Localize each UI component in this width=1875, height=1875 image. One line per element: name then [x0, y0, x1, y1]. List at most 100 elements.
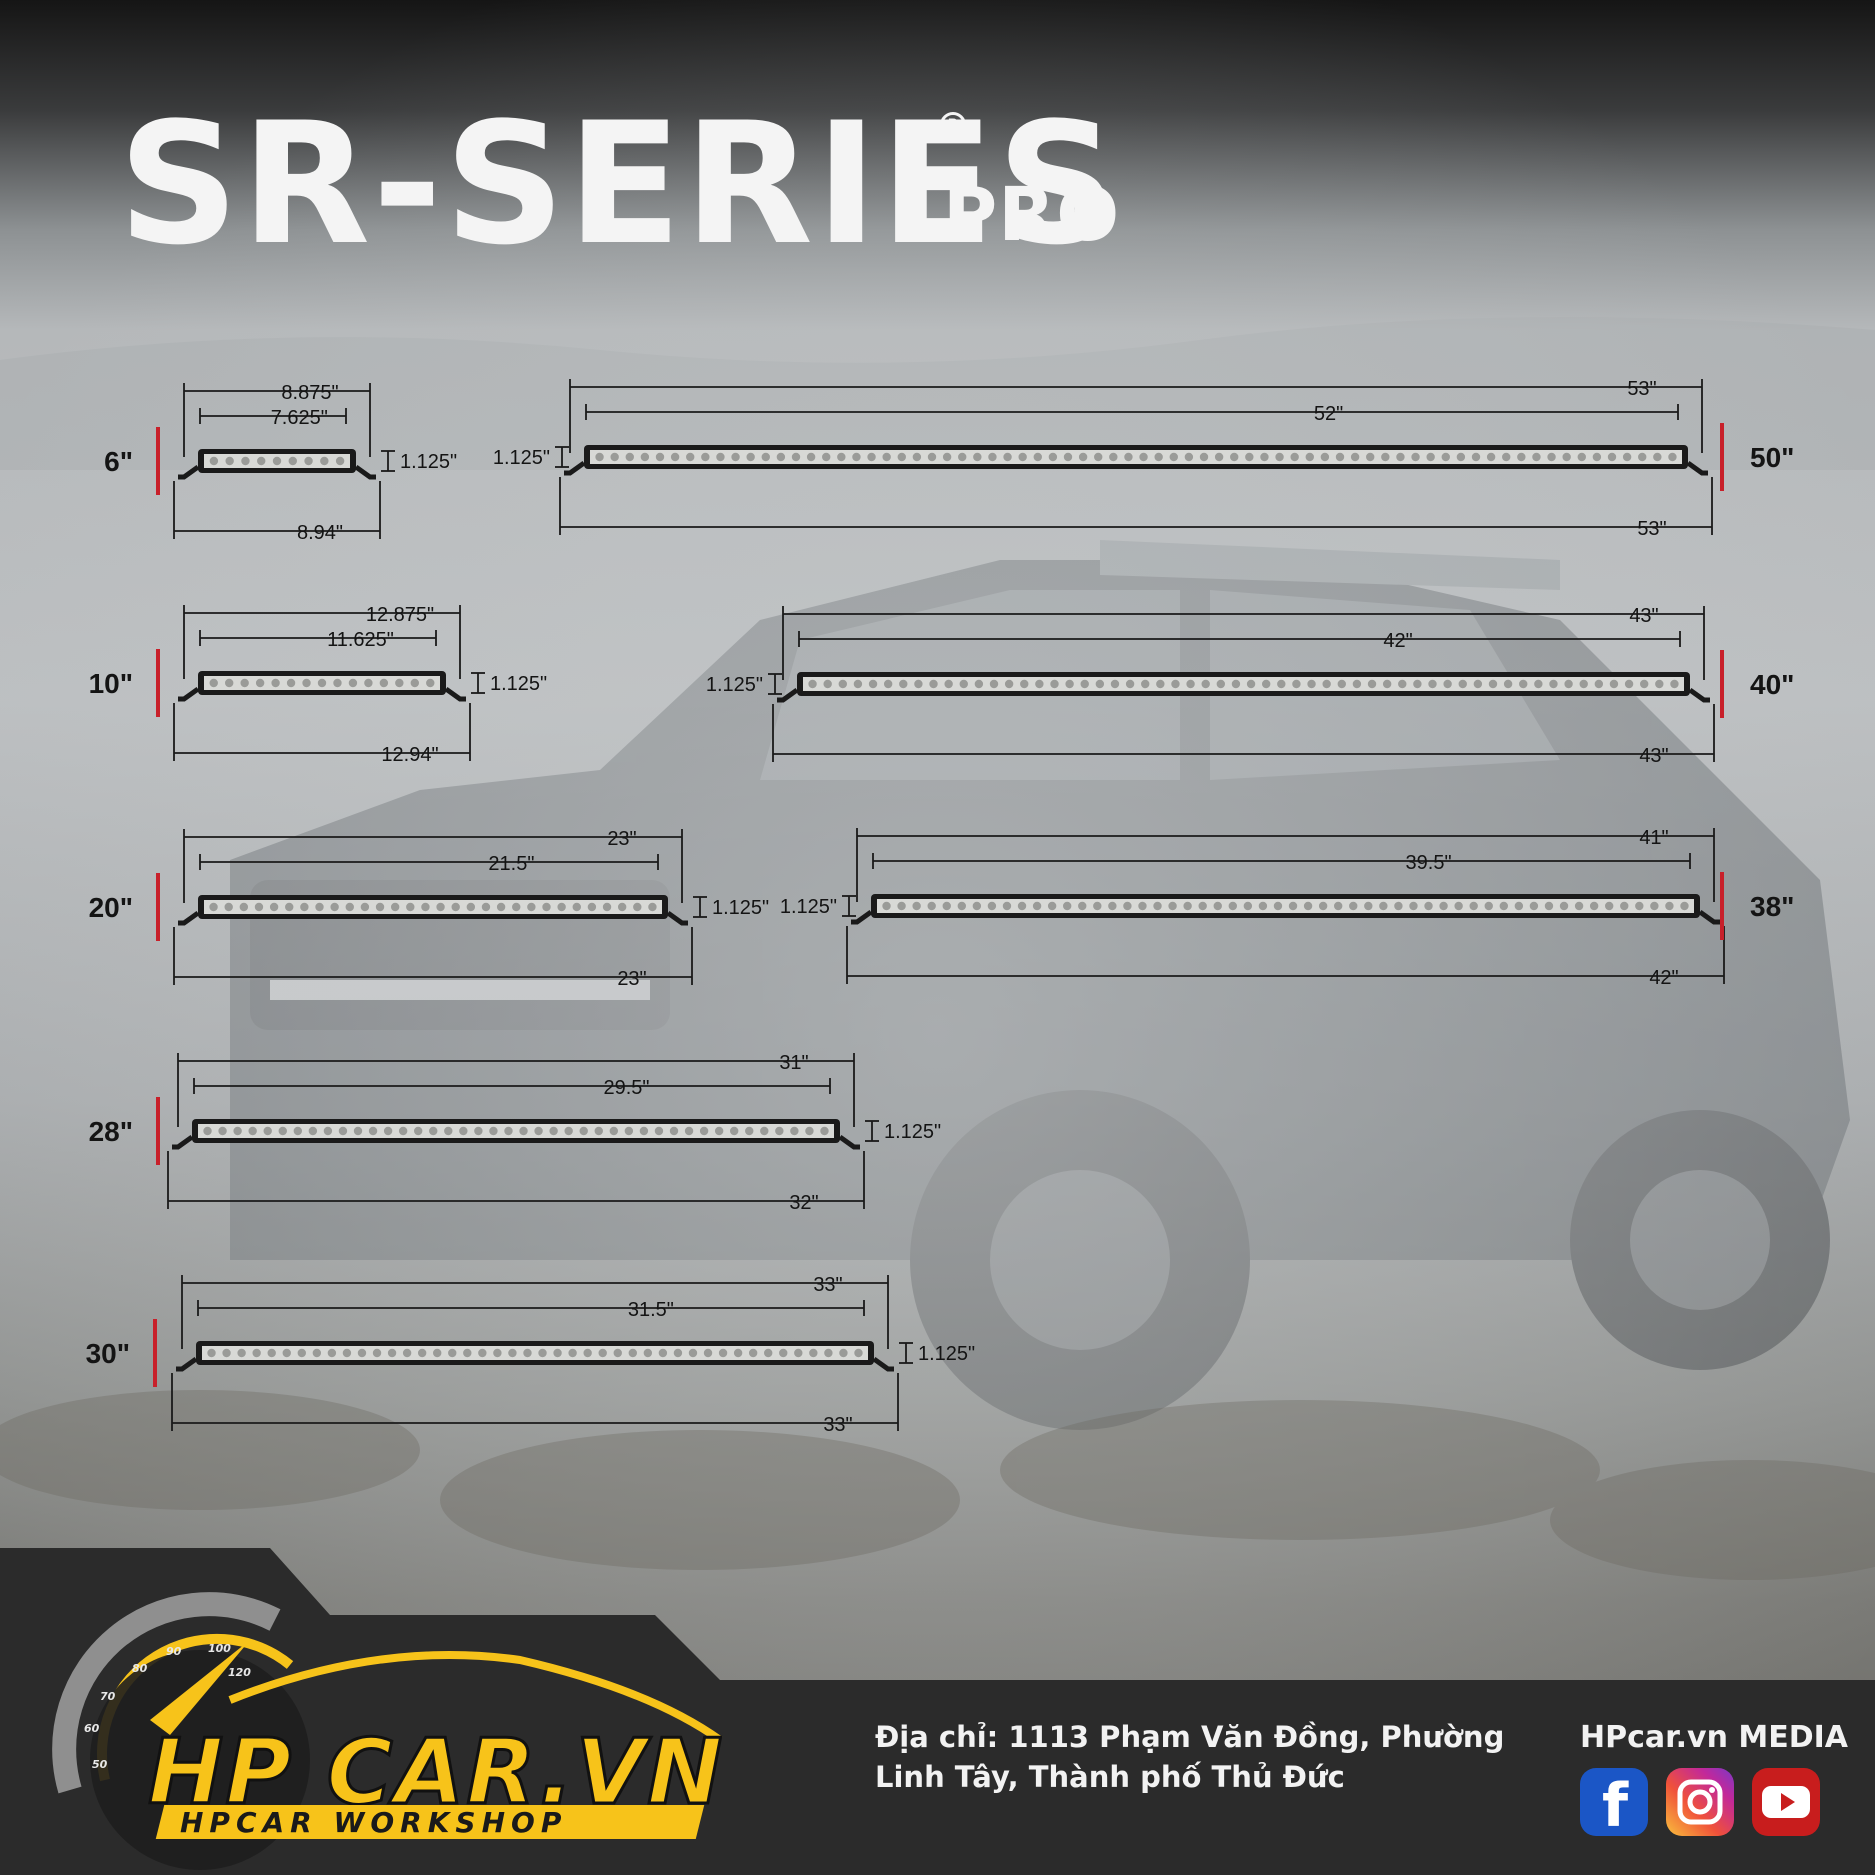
led [654, 1126, 664, 1136]
led [218, 1126, 227, 1136]
overall-top-label: 43" [1629, 605, 1658, 627]
led [959, 679, 968, 689]
led [1503, 679, 1513, 689]
led [944, 679, 953, 689]
led [512, 902, 521, 912]
led [1004, 679, 1014, 689]
led [718, 1348, 728, 1358]
led [1320, 452, 1330, 462]
led [1532, 452, 1541, 462]
led [1547, 452, 1556, 462]
left-bracket [564, 460, 586, 476]
led [1062, 901, 1072, 911]
svg-text:f: f [1602, 1771, 1629, 1836]
led [837, 452, 846, 462]
led [1655, 679, 1664, 689]
led [496, 902, 506, 912]
led [1589, 901, 1599, 911]
led [1413, 679, 1422, 689]
instagram-icon[interactable] [1666, 1768, 1734, 1836]
led [1305, 452, 1314, 462]
address-line-1: Địa chỉ: 1113 Phạm Văn Đồng, Phường [875, 1720, 1505, 1754]
led [406, 902, 415, 912]
inner-top-label: 39.5" [1406, 852, 1452, 874]
speedometer-tick-label: 100 [208, 1642, 231, 1655]
height-label: 1.125" [400, 451, 457, 473]
led [269, 902, 279, 912]
led [1409, 901, 1418, 911]
led [338, 1126, 348, 1136]
led [613, 1348, 622, 1358]
inner-top-label: 11.625" [327, 629, 394, 651]
led [1469, 901, 1478, 911]
led [899, 679, 908, 689]
led [1258, 901, 1268, 911]
speedometer-tick-label: 50 [92, 1758, 108, 1771]
led [1169, 452, 1178, 462]
led [387, 1348, 397, 1358]
led [764, 1348, 773, 1358]
led [655, 452, 665, 462]
led [1650, 901, 1659, 911]
led [1095, 679, 1105, 689]
youtube-icon[interactable] [1752, 1768, 1820, 1836]
led [368, 1126, 378, 1136]
led [353, 1126, 363, 1136]
facebook-icon[interactable]: f [1580, 1768, 1648, 1841]
led [209, 678, 218, 688]
led [1138, 901, 1147, 911]
led [1337, 679, 1346, 689]
led [1260, 452, 1269, 462]
led [602, 902, 612, 912]
led [1214, 452, 1224, 462]
led [1670, 679, 1679, 689]
led [254, 902, 264, 912]
led [271, 678, 280, 688]
led [285, 902, 294, 912]
led [333, 678, 342, 688]
right-bracket [1698, 909, 1720, 925]
inner-top-label: 21.5" [488, 853, 534, 875]
led [609, 1126, 619, 1136]
led [1050, 679, 1059, 689]
led [1534, 679, 1543, 689]
led [523, 1348, 532, 1358]
led [1665, 901, 1674, 911]
led [648, 902, 657, 912]
led [451, 902, 460, 912]
led [624, 1126, 634, 1136]
led [390, 902, 400, 912]
brand-tagline: HPCAR WORKSHOP [180, 1806, 568, 1839]
led [542, 902, 551, 912]
led [714, 1126, 724, 1136]
led [761, 452, 770, 462]
led [1604, 901, 1614, 911]
led [1577, 452, 1586, 462]
led [853, 679, 863, 689]
led [790, 1126, 799, 1136]
led [1154, 452, 1163, 462]
footer-background [0, 1548, 1875, 1875]
led [1125, 679, 1135, 689]
led [1231, 679, 1241, 689]
led [1018, 452, 1027, 462]
led [1564, 679, 1573, 689]
led [436, 902, 445, 912]
led [224, 902, 233, 912]
led [699, 1126, 709, 1136]
led [402, 1348, 412, 1358]
led [806, 452, 816, 462]
led [248, 1126, 257, 1136]
light-bar-7: 41"39.5"42"1.125"38" [780, 827, 1795, 989]
led [988, 452, 997, 462]
led [252, 1348, 261, 1358]
inner-top-label: 52" [1314, 403, 1343, 425]
led [776, 452, 786, 462]
led [478, 1348, 487, 1358]
led [748, 1348, 758, 1358]
light-bar-lens [202, 1346, 868, 1360]
led [519, 1126, 528, 1136]
led [225, 456, 234, 466]
led [209, 902, 218, 912]
led [882, 901, 891, 911]
